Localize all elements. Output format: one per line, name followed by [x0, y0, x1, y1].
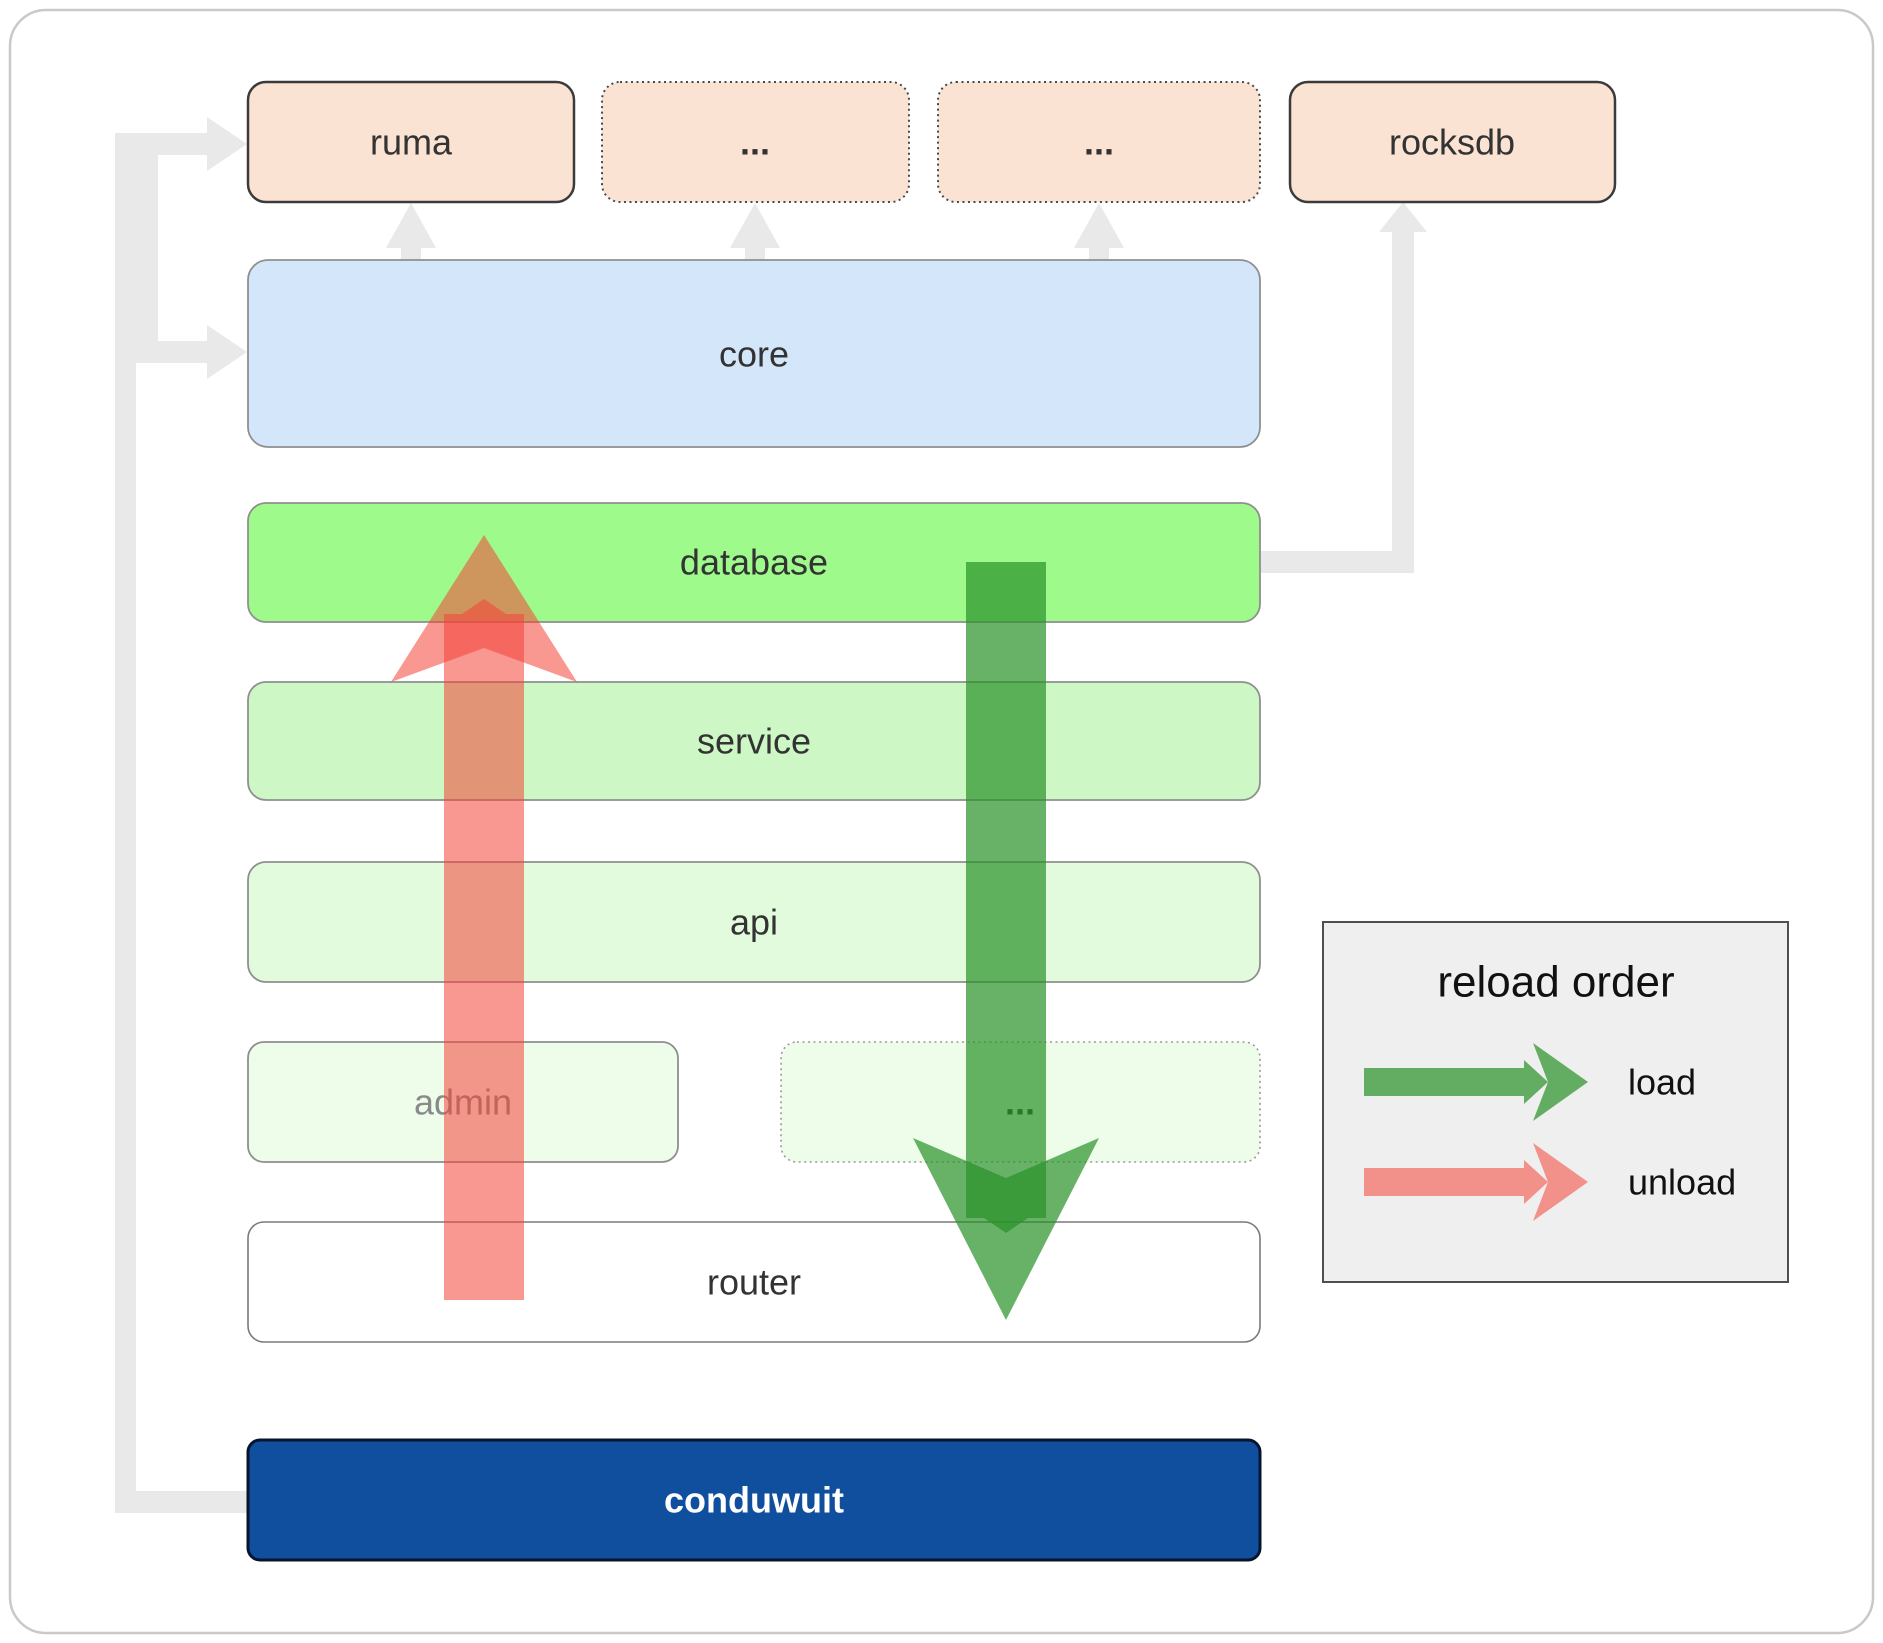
- dependency-connectors: [115, 117, 1427, 1513]
- conduwuit-to-core-connector-arm: [136, 341, 207, 363]
- database-to-rocksdb-connector-arm: [1252, 551, 1414, 573]
- core-to-ext2-arrow-shaft: [1089, 246, 1109, 262]
- reload-order-legend: reload order load unload: [1322, 921, 1789, 1283]
- core-to-ext1-arrowhead-icon: [730, 203, 780, 248]
- reload-order-arrows: [391, 535, 1099, 1320]
- conduwuit-to-ruma-connector-arm: [115, 133, 207, 155]
- unload-arrow-head-icon: [391, 535, 577, 682]
- unload-arrow-shaft: [444, 599, 524, 1300]
- ext-top-2-label: ...: [1084, 122, 1114, 163]
- router-label: router: [707, 1262, 801, 1303]
- legend-load-arrow-shaft: [1364, 1060, 1548, 1104]
- core-box: [247, 259, 1261, 448]
- ext-top-1-box: [601, 81, 910, 203]
- core-label: core: [719, 334, 789, 375]
- legend-unload-arrow-head: [1533, 1143, 1588, 1221]
- api-label: api: [730, 902, 778, 943]
- core-to-ruma-arrow: [386, 203, 436, 262]
- legend-unload-label: unload: [1628, 1162, 1736, 1203]
- legend-unload-arrow-shaft: [1364, 1160, 1548, 1204]
- arrowhead-into-rocksdb-icon: [1379, 202, 1427, 232]
- service-label: service: [697, 721, 811, 762]
- database-to-rocksdb-connector-stem: [1392, 230, 1414, 573]
- conduwuit-label: conduwuit: [664, 1480, 844, 1521]
- legend-load-arrow-head: [1533, 1043, 1588, 1121]
- conduwuit-to-ruma-connector-stem: [115, 133, 136, 1513]
- arrowhead-into-ruma-icon: [207, 117, 247, 171]
- legend-unload-arrow-icon: [1364, 1143, 1588, 1221]
- legend-load-label: load: [1628, 1062, 1696, 1103]
- rocksdb-label: rocksdb: [1389, 122, 1515, 163]
- ruma-label: ruma: [370, 122, 453, 163]
- database-label: database: [680, 542, 828, 583]
- legend-load-arrow-icon: [1364, 1043, 1588, 1121]
- core-to-ruma-arrow-shaft: [401, 246, 421, 262]
- core-to-ext1-arrow: [730, 203, 780, 262]
- diagram-outer-border: [8, 8, 1875, 1635]
- conduwuit-to-core-connector-stem: [136, 144, 158, 363]
- ext-top-2-box: [937, 81, 1261, 203]
- load-arrow-head-icon: [913, 1138, 1099, 1320]
- arrowhead-into-core-icon: [207, 325, 247, 379]
- ruma-box: [246, 80, 576, 204]
- ext-top-1-label: ...: [740, 122, 770, 163]
- core-to-ext2-arrow: [1074, 203, 1124, 262]
- load-arrow-shaft: [966, 562, 1046, 1233]
- rocksdb-box: [1288, 80, 1617, 204]
- core-to-ext1-arrow-shaft: [745, 246, 765, 262]
- conduwuit-box: [246, 1438, 1262, 1562]
- legend-title: reload order: [1437, 958, 1674, 1007]
- conduwuit-connector-bottom-arm: [115, 1491, 248, 1513]
- core-to-ruma-arrowhead-icon: [386, 203, 436, 248]
- core-to-ext2-arrowhead-icon: [1074, 203, 1124, 248]
